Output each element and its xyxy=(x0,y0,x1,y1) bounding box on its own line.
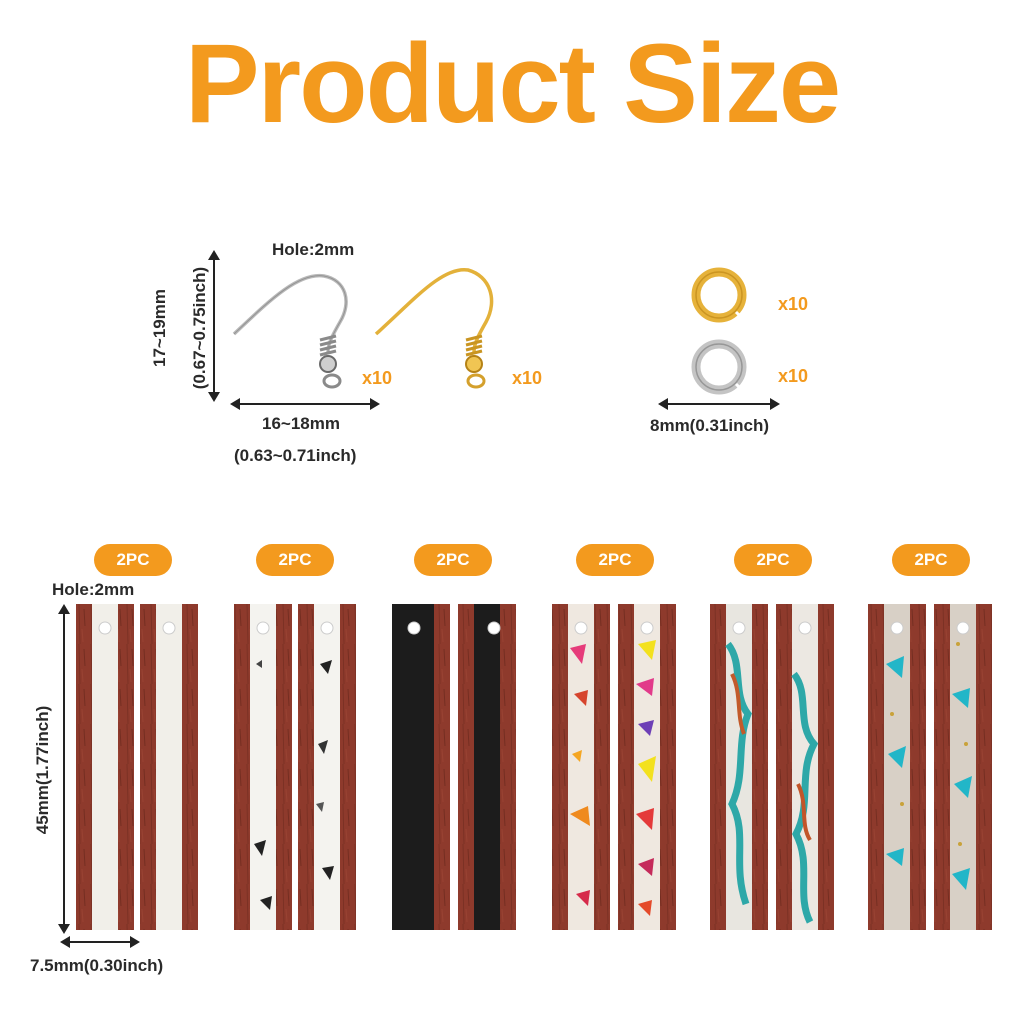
badge-turquoise-gold: 2PC xyxy=(892,544,970,576)
hook-height-arrow xyxy=(208,250,220,402)
gold-ring-qty: x10 xyxy=(778,294,809,314)
silver-hook-image xyxy=(232,273,348,389)
hook-height-label: 17~19mm xyxy=(150,289,169,367)
badge-black-flake: 2PC xyxy=(256,544,334,576)
silver-ring-image xyxy=(691,339,747,395)
hook-width-arrow xyxy=(230,398,380,410)
ring-size-label: 8mm(0.31inch) xyxy=(650,416,770,435)
pendant-black-1 xyxy=(392,604,450,930)
pendant-turquoise-gold-2 xyxy=(934,604,992,930)
hook-width-label: 16~18mm xyxy=(262,414,340,433)
pendant-black-2 xyxy=(458,604,516,930)
hook-height-inch-label: (0.67~0.75inch) xyxy=(190,266,209,390)
pendant-black-flake-2 xyxy=(298,604,356,930)
pendant-width-label: 7.5mm(0.30inch) xyxy=(30,956,164,975)
badge-turquoise-swirl: 2PC xyxy=(734,544,812,576)
gold-hook-image xyxy=(374,268,494,389)
pendant-multicolor-2 xyxy=(618,604,676,930)
pendant-black-flake-1 xyxy=(234,604,292,930)
pendant-multicolor-1 xyxy=(552,604,610,930)
ring-width-arrow xyxy=(658,398,780,410)
pendant-white-2 xyxy=(140,604,198,930)
pendant-hole-label: Hole:2mm xyxy=(52,580,135,599)
pendant-turquoise-swirl-2 xyxy=(776,604,834,930)
pendant-turquoise-swirl-1 xyxy=(710,604,768,930)
pendant-width-arrow xyxy=(60,936,140,948)
badge-multicolor: 2PC xyxy=(576,544,654,576)
silver-ring-qty: x10 xyxy=(778,366,809,386)
badge-black: 2PC xyxy=(414,544,492,576)
hook-hole-label: Hole:2mm xyxy=(272,240,355,259)
pendant-white-1 xyxy=(76,604,134,930)
badge-white: 2PC xyxy=(94,544,172,576)
silver-hook-qty: x10 xyxy=(362,368,393,388)
gold-ring-image xyxy=(691,267,747,323)
pendant-height-arrow xyxy=(58,604,70,934)
gold-hook-qty: x10 xyxy=(512,368,543,388)
pendant-turquoise-gold-1 xyxy=(868,604,926,930)
pendant-height-label: 45mm(1.77inch) xyxy=(33,705,52,835)
hook-width-inch-label: (0.63~0.71inch) xyxy=(234,446,357,465)
pendants-image xyxy=(76,604,992,930)
page-title: Product Size xyxy=(184,21,841,146)
